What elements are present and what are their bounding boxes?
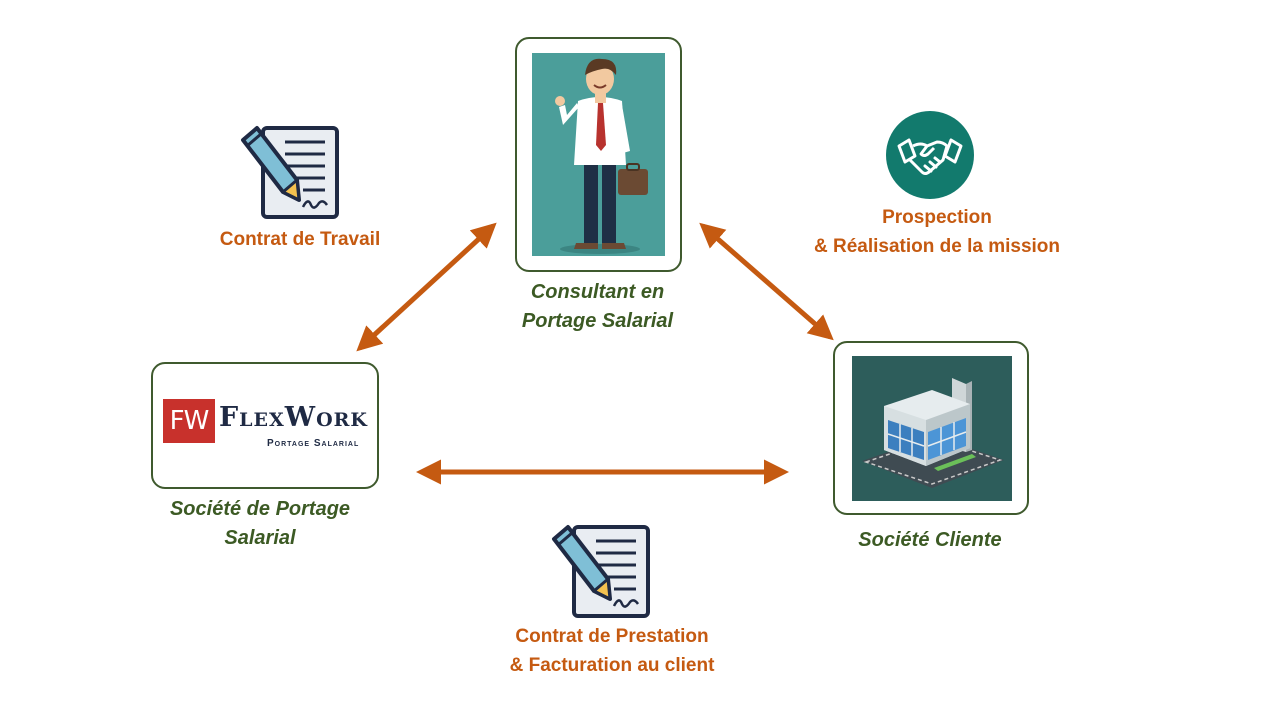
contrat-travail-label: Contrat de Travail (190, 225, 410, 254)
prospection-line2: & Réalisation de la mission (813, 236, 1061, 257)
contrat-prestation-line1: Contrat de Prestation (515, 626, 709, 647)
logo-tagline: Portage Salarial (267, 438, 360, 449)
contrat-prestation-label: Contrat de Prestation & Facturation au c… (462, 622, 762, 680)
societe-portage-label-line2: Salarial (224, 527, 296, 549)
prospection-label: Prospection & Réalisation de la mission (777, 203, 1097, 261)
consultant-label-line1: Consultant en (530, 281, 665, 303)
consultant-label: Consultant en Portage Salarial (495, 278, 700, 336)
logo-badge: FW (163, 399, 215, 443)
societe-portage-label-line1: Société de Portage (169, 498, 351, 520)
contract-icon (552, 525, 650, 618)
contrat-prestation-line2: & Facturation au client (509, 655, 715, 676)
handshake-icon (886, 111, 974, 199)
consultant-label-line2: Portage Salarial (521, 310, 674, 332)
societe-cliente-card (833, 341, 1029, 515)
consultant-card (515, 37, 682, 272)
societe-portage-label: Société de Portage Salarial (140, 495, 380, 553)
arrow-consultant-client (699, 222, 834, 341)
consultant-illustration (532, 53, 665, 256)
building-illustration (852, 356, 1012, 501)
societe-portage-card: FW FlexWork Portage Salarial (151, 362, 379, 489)
arrow-portage-consultant (356, 222, 497, 352)
logo-name: FlexWork (219, 402, 368, 433)
societe-cliente-label-text: Société Cliente (858, 529, 1002, 551)
contract-icon (241, 126, 339, 219)
societe-cliente-label: Société Cliente (830, 526, 1030, 555)
prospection-line1: Prospection (882, 207, 992, 228)
contrat-travail-text: Contrat de Travail (219, 229, 381, 250)
